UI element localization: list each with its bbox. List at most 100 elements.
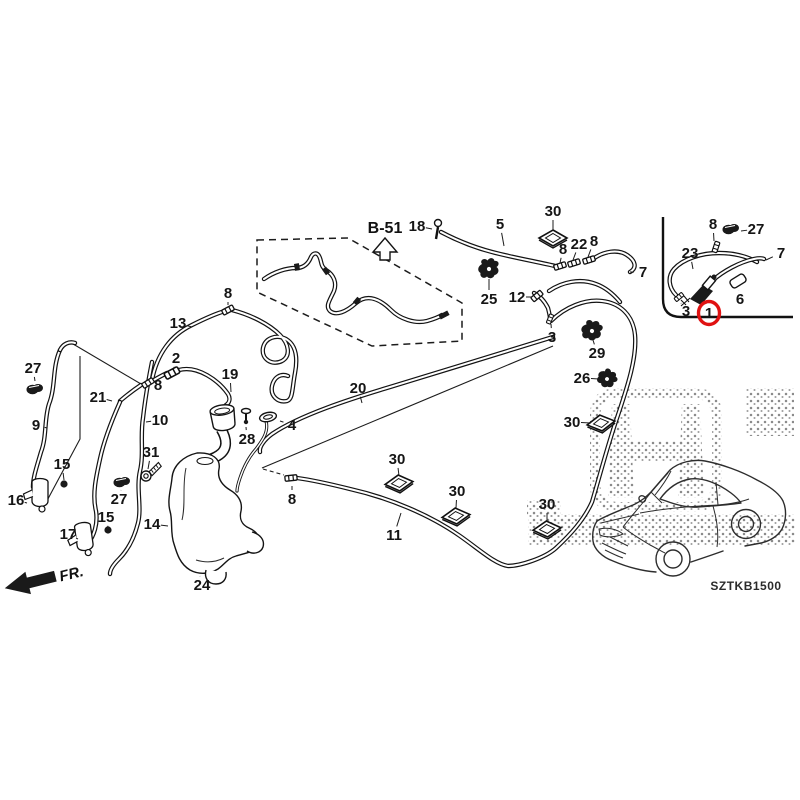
part-callout-30: 30 — [449, 483, 466, 500]
joint-22 — [566, 257, 582, 269]
hose-13-loop — [231, 309, 298, 403]
callout-leader — [572, 252, 577, 261]
hose-20 — [257, 334, 556, 455]
clip-25 — [478, 258, 499, 279]
fr-direction-arrow — [4, 570, 57, 595]
part-callout-8: 8 — [154, 377, 162, 394]
ground-shading — [527, 388, 795, 545]
part-callout-8: 8 — [590, 233, 598, 250]
pointer-lines — [41, 340, 554, 511]
callout-leader — [587, 249, 592, 258]
hose-b51-inset — [263, 252, 443, 323]
callout-leader — [580, 421, 592, 424]
front-direction: FR. — [4, 563, 86, 595]
front-direction-label: FR. — [58, 563, 86, 585]
part-callout-8: 8 — [559, 241, 567, 258]
callout-leader — [592, 339, 595, 345]
callout-leader — [740, 229, 748, 232]
pad-30 — [383, 472, 415, 496]
part-callout-30: 30 — [545, 203, 562, 220]
part-callout-2: 2 — [172, 350, 180, 367]
drawing-code: SZTKB1500 — [710, 579, 781, 593]
filler-neck-mouth — [209, 404, 236, 432]
hose-5 — [438, 229, 558, 269]
joint-2 — [162, 365, 182, 381]
callout-leader — [691, 261, 694, 270]
part-callout-13: 13 — [170, 315, 187, 332]
reservoir-assembly — [168, 404, 278, 585]
callout-leader — [396, 512, 402, 527]
part-callout-4: 4 — [288, 417, 297, 434]
hose-10 — [109, 361, 153, 575]
part-callout-31: 31 — [143, 444, 160, 461]
part-callout-23: 23 — [682, 245, 699, 262]
b51-reference-arrow — [371, 236, 399, 261]
callout-leader — [279, 420, 284, 423]
hose-20 — [258, 336, 554, 453]
callout-leader — [24, 501, 28, 504]
part-callout-25: 25 — [481, 291, 498, 308]
callout-leader — [147, 460, 150, 470]
part-callout-8: 8 — [709, 216, 717, 233]
callout-leader — [145, 420, 152, 423]
hose-19 — [178, 368, 231, 406]
grommet-27 — [113, 476, 131, 488]
callout-leader — [106, 398, 113, 402]
part-callout-27: 27 — [111, 491, 128, 508]
callout-leader — [44, 426, 48, 429]
part-callout-18: 18 — [409, 218, 426, 235]
headlight — [598, 527, 624, 538]
level-gauge-4 — [258, 411, 278, 423]
hose-7-upper — [592, 250, 636, 273]
part-callout-8: 8 — [288, 491, 296, 508]
tank-bracket — [246, 531, 265, 554]
callout-leader — [186, 324, 193, 328]
part-callout-27: 27 — [748, 221, 765, 238]
clip-6 — [729, 273, 747, 289]
callout-leader — [559, 257, 562, 264]
honda-logo-watermark — [590, 388, 722, 512]
part-callout-14: 14 — [144, 516, 161, 533]
part-callout-1: 1 — [705, 305, 713, 322]
joint-3 — [545, 313, 555, 325]
part-callout-8: 8 — [224, 285, 232, 302]
highlight-circle — [696, 299, 722, 327]
joint-8 — [140, 376, 156, 390]
part-callout-7: 7 — [639, 264, 647, 281]
part-callout-19: 19 — [222, 366, 239, 383]
washer-15 — [60, 480, 68, 488]
callout-leader — [765, 256, 774, 261]
part-callout-15: 15 — [98, 509, 115, 526]
inset-dashed-box — [256, 237, 463, 347]
callout-leader — [33, 376, 36, 382]
part-callout-16: 16 — [8, 492, 25, 509]
part-callout-28: 28 — [239, 431, 256, 448]
hose-21 — [87, 401, 121, 544]
part-callout-11: 11 — [386, 527, 402, 544]
callout-leader — [501, 232, 505, 247]
cap-28 — [240, 407, 252, 425]
washer-15 — [104, 526, 112, 534]
part-callout-30: 30 — [539, 496, 556, 513]
part-callout-5: 5 — [496, 216, 504, 233]
part-callout-10: 10 — [152, 412, 169, 429]
part-callout-26: 26 — [574, 370, 591, 387]
part-callout-12: 12 — [509, 289, 526, 306]
part-callout-29: 29 — [589, 345, 606, 362]
hose-end-fitting — [438, 310, 450, 320]
washer-hose-on-car — [622, 472, 669, 554]
grommet-27 — [26, 383, 44, 395]
part-callout-17: 17 — [60, 526, 77, 543]
part-callout-21: 21 — [90, 389, 107, 406]
part-callout-24: 24 — [194, 577, 211, 594]
callout-leader — [230, 382, 232, 393]
part-callout-20: 20 — [350, 380, 367, 397]
small-parts — [22, 218, 747, 574]
detail-inset-border — [661, 217, 793, 319]
part-callout-22: 22 — [571, 236, 588, 253]
tank-spout — [204, 569, 227, 585]
part-callout-27: 27 — [25, 360, 42, 377]
hose-5 — [440, 231, 556, 267]
